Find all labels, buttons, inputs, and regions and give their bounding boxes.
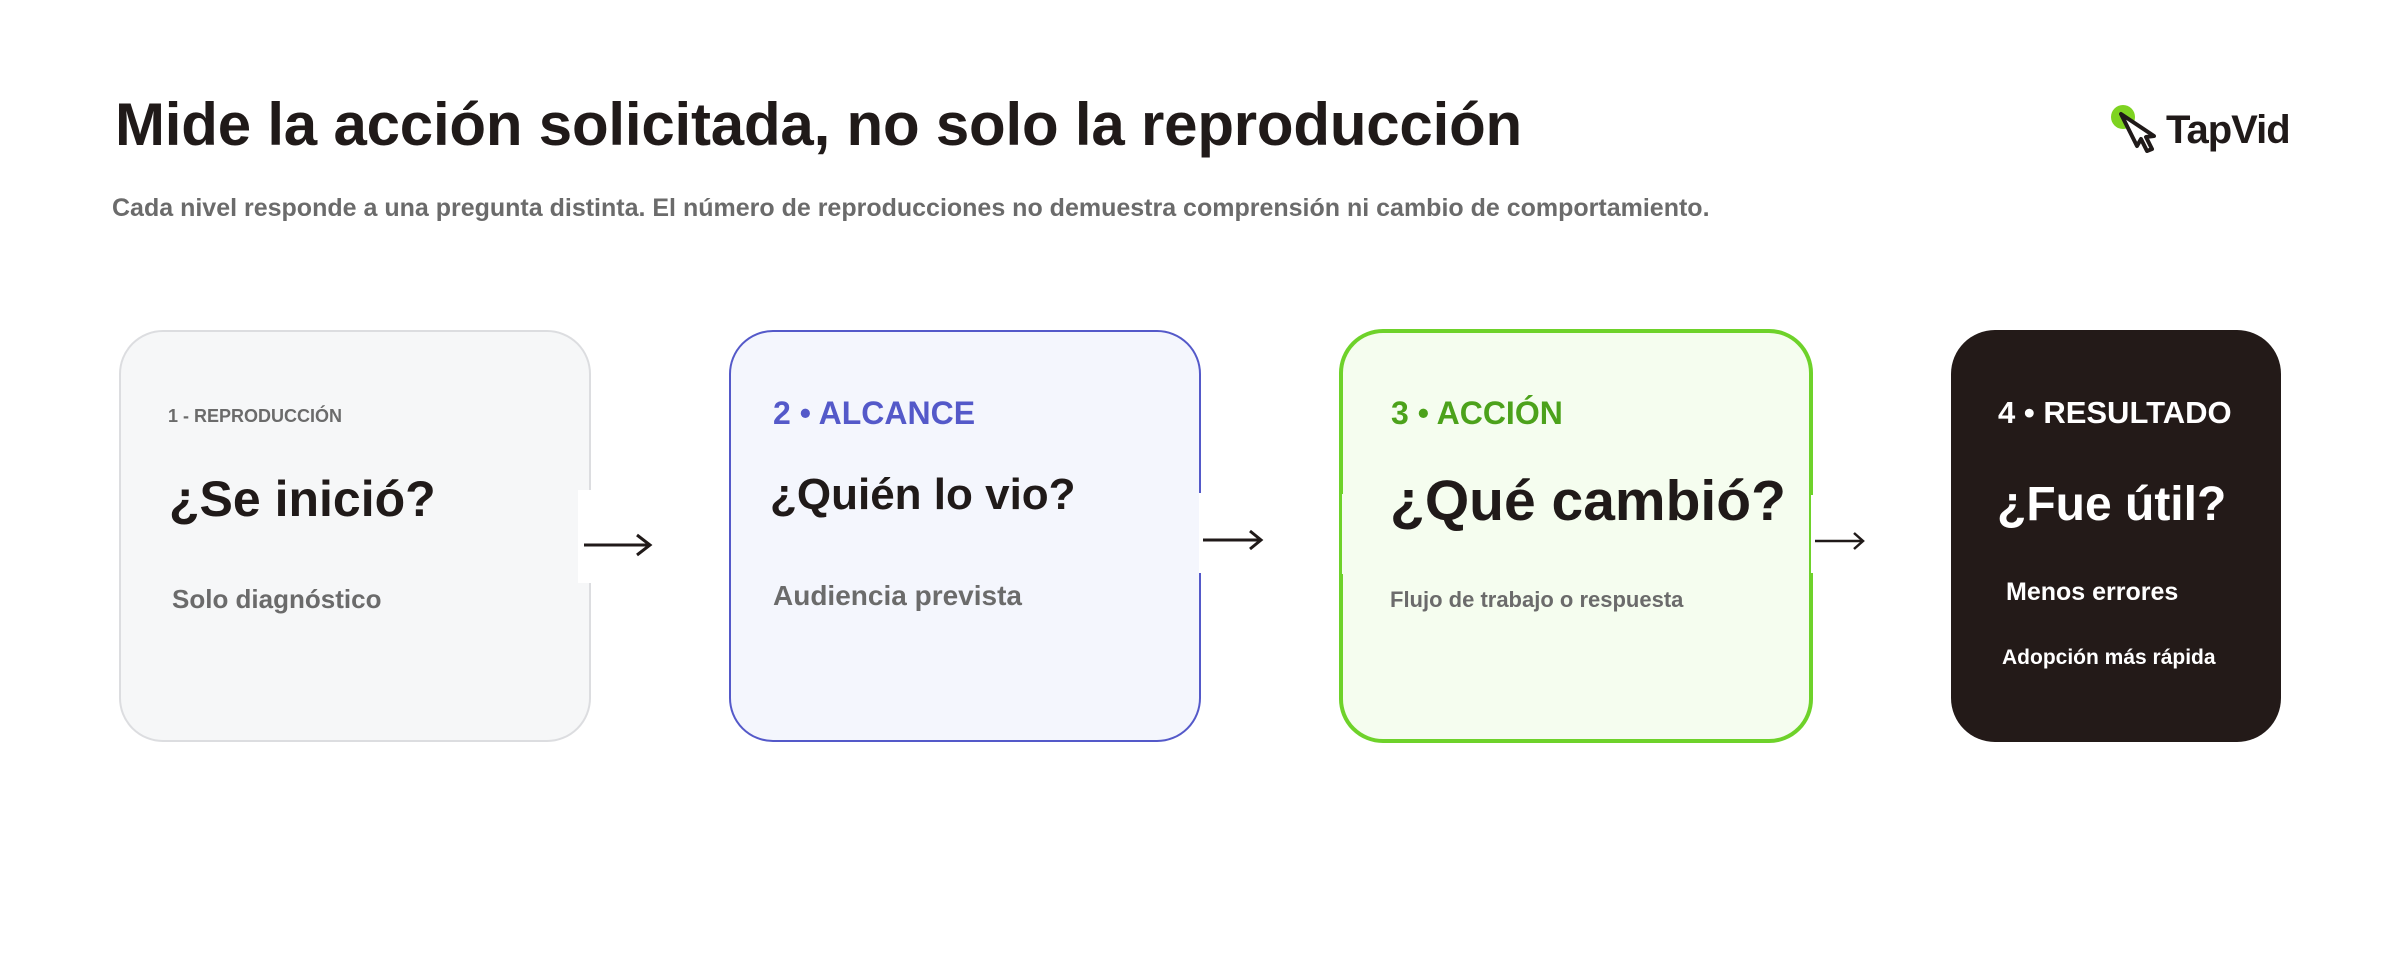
level-question: ¿Qué cambió? bbox=[1390, 469, 1786, 533]
arrow-right-icon bbox=[1815, 532, 1865, 550]
level-question: ¿Se inició? bbox=[169, 471, 436, 527]
level-label: 2 • ALCANCE bbox=[773, 395, 976, 431]
level-card-resultado bbox=[1951, 330, 2281, 742]
level-label: 4 • RESULTADO bbox=[1998, 395, 2232, 430]
level-detail: Adopción más rápida bbox=[2002, 646, 2216, 669]
level-card-accion bbox=[1339, 329, 1813, 743]
connector-gap bbox=[1199, 493, 1269, 573]
arrow-right-icon bbox=[584, 533, 653, 557]
level-card-reproduccion bbox=[119, 330, 591, 742]
level-question: ¿Fue útil? bbox=[1997, 478, 2227, 531]
level-detail: Menos errores bbox=[2006, 578, 2179, 606]
logo-wordmark: TapVid bbox=[2166, 107, 2291, 152]
connector-gap bbox=[1811, 495, 1871, 573]
connector-gap bbox=[1342, 494, 1354, 574]
brand-logo: TapVid bbox=[2108, 100, 2291, 160]
level-label: 1 - REPRODUCCIÓN bbox=[168, 406, 343, 426]
page-title: Mide la acción solicitada, no solo la re… bbox=[115, 91, 1522, 158]
level-detail: Solo diagnóstico bbox=[172, 584, 382, 614]
tap-hand-icon bbox=[2111, 105, 2156, 153]
level-label: 3 • ACCIÓN bbox=[1391, 395, 1563, 431]
level-card-alcance bbox=[729, 330, 1201, 742]
level-detail: Flujo de trabajo o respuesta bbox=[1390, 587, 1684, 612]
arrow-right-icon bbox=[1203, 529, 1264, 551]
level-question: ¿Quién lo vio? bbox=[770, 470, 1076, 519]
page-subtitle: Cada nivel responde a una pregunta disti… bbox=[112, 194, 1710, 222]
level-detail: Audiencia prevista bbox=[773, 580, 1022, 611]
